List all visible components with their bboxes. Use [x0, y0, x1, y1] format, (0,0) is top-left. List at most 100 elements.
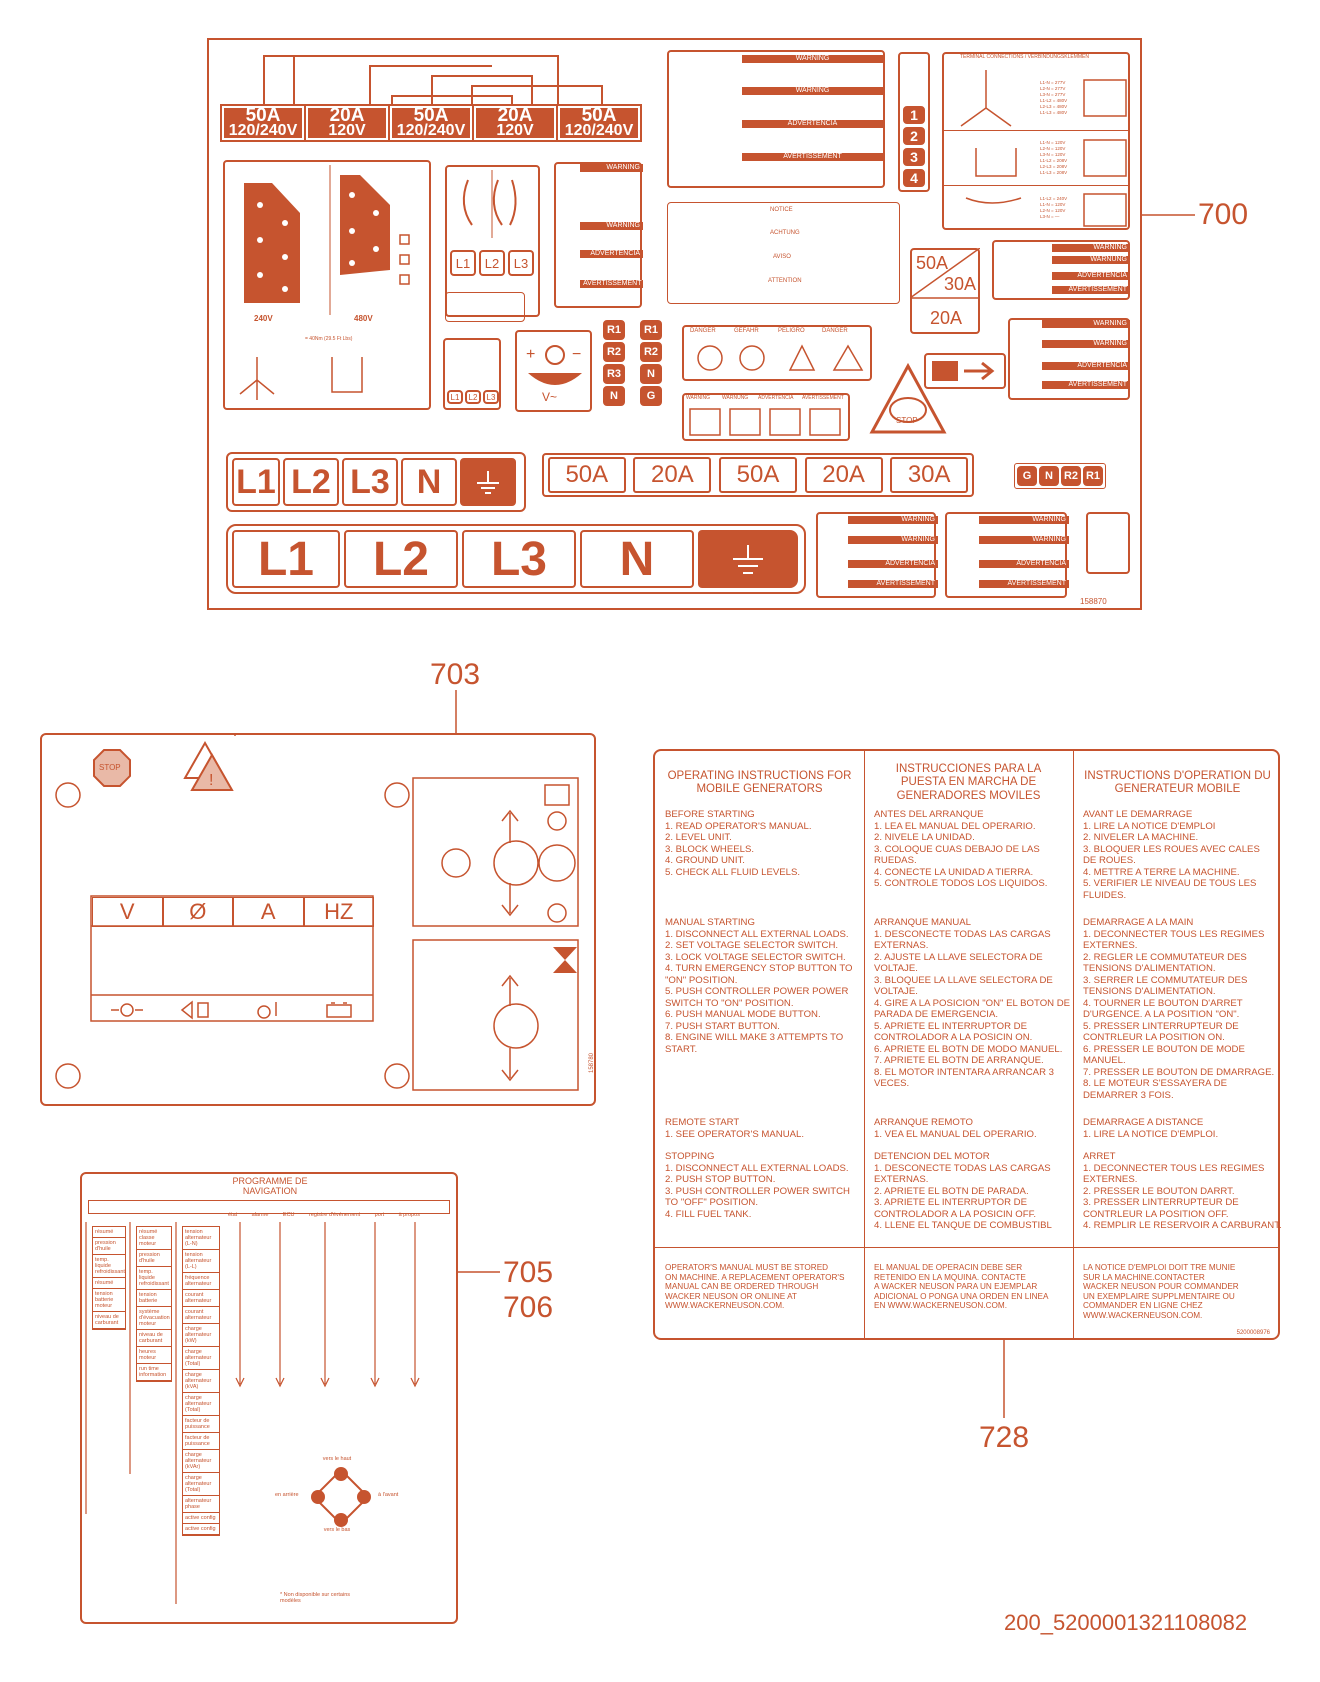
panel-703-side-code: 158780 — [589, 1052, 596, 1074]
voltage-adjust-label — [515, 330, 592, 412]
danger-label — [682, 325, 872, 381]
fuse-tag-3: 3 — [903, 148, 925, 166]
operating-instructions-728: OPERATING INSTRUCTIONS FOR MOBILE GENERA… — [653, 749, 1282, 1340]
es-footer: EL MANUAL DE OPERACIN DEBE SER RETENIDO … — [874, 1263, 1049, 1310]
notice-hdr-2: ACHTUNG — [770, 230, 800, 236]
fuse-rating-row: 50A 20A 50A 20A 30A — [542, 453, 974, 497]
warn-hdr-2: WARNING — [580, 222, 643, 230]
ground-icon-small — [460, 458, 516, 506]
es-arranque-manual: ARRANQUE MANUAL 1. DESCONECTE TODAS LAS … — [874, 917, 1071, 1089]
terminal-small-l2: L2 — [283, 458, 339, 506]
relay-r1b: R1 — [640, 320, 662, 340]
display-hdr-a: A — [233, 897, 304, 927]
es-arranque-remoto: ARRANQUE REMOTO 1. VEA EL MANUAL DEL OPE… — [874, 1117, 1037, 1140]
display-hdr-phase: Ø — [162, 897, 233, 927]
warning-label-right-2 — [1008, 318, 1130, 400]
breaker-mid: 30A — [944, 274, 977, 294]
instructions-title-en: OPERATING INSTRUCTIONS FOR MOBILE GENERA… — [667, 769, 852, 796]
hz-row-1: WARNING — [686, 395, 710, 401]
fr-avant: AVANT LE DEMARRAGE 1. LIRE LA NOTICE D'E… — [1083, 809, 1260, 901]
hazard-r-3: ADVERTENCIA — [1052, 272, 1130, 280]
label-728-part-no: 5200008976 — [1236, 1330, 1270, 1336]
navigation-title: PROGRAMME DE NAVIGATION — [232, 1176, 308, 1196]
relay-col-left: R1 R2 R3 N — [603, 320, 625, 406]
stop-button-text: STOP — [99, 763, 121, 772]
terminal-strip-small: L1 L2 L3 N — [226, 452, 526, 512]
danger-hdr-1: DANGER — [690, 328, 716, 334]
notice-hdr-3: AVISO — [773, 254, 791, 260]
fuse-tag-4: 4 — [903, 169, 925, 187]
label-700-part-no: 158870 — [1080, 597, 1107, 606]
warn-b2-3: ADVERTENCIA — [979, 560, 1069, 568]
selector-l3: L3 — [508, 250, 534, 276]
nav-tab-alarme: alarme — [251, 1212, 269, 1218]
terminal-strip-large: L1 L2 L3 N — [226, 524, 806, 594]
oil-pressure-icon — [111, 1003, 144, 1017]
relay-n: N — [603, 386, 625, 406]
selector-l1: L1 — [450, 250, 476, 276]
warning-label-multilang — [667, 50, 885, 188]
dpad-down-label: vers le bas — [323, 1527, 351, 1533]
warn-multi-3: ADVERTENCIA — [742, 120, 883, 128]
display-hdr-hz: HZ — [303, 897, 374, 927]
breaker-top: 50A — [916, 253, 949, 273]
relay-r3: R3 — [603, 364, 625, 384]
fuse-tags: 1 2 3 4 — [903, 106, 925, 187]
hazard-headers-row: WARNING WARNUNG ADVERTENCIA AVERTISSEMEN… — [686, 395, 844, 401]
danger-pictograms — [697, 344, 864, 371]
label-sheet-700 — [207, 38, 1142, 610]
warn-hdr-1: WARNING — [580, 164, 643, 172]
nav-column-3: tension alternateur (L-N)tension alterna… — [182, 1226, 220, 1536]
divider-2 — [943, 185, 1129, 186]
relay-row-r2: R2 — [1061, 466, 1081, 486]
danger-hdr-4: DANGER — [822, 328, 848, 334]
notice-label — [667, 202, 900, 304]
fr-arret: ARRET 1. DECONNECTER TOUS LES REGIMES EX… — [1083, 1151, 1282, 1231]
callout-703: 703 — [430, 658, 481, 691]
terminal-large-l1: L1 — [232, 530, 340, 588]
warn-multi-2: WARNING — [742, 87, 883, 95]
selector-switch-small — [443, 338, 501, 410]
breaker-diagonal — [910, 248, 980, 299]
warn-b1-1: WARNING — [848, 516, 938, 524]
warn-b2-2: WARNING — [979, 536, 1069, 544]
notice-hdr-1: NOTICE — [770, 207, 793, 213]
callout-728: 728 — [979, 1421, 1030, 1454]
controller-panel-703 — [40, 733, 596, 1106]
battery-icon — [326, 1002, 352, 1018]
dpad-icon — [311, 1467, 371, 1527]
selector-note-label — [445, 292, 525, 322]
warn-r2-2: WARNING — [1042, 340, 1130, 348]
relay-row-r1: R1 — [1083, 466, 1103, 486]
relay-r1: R1 — [603, 320, 625, 340]
dpad-right-label: à l'avant — [378, 1492, 399, 1498]
warn-r2-3: ADVERTENCIA — [1042, 362, 1130, 370]
en-footer: OPERATOR'S MANUAL MUST BE STORED ON MACH… — [665, 1263, 845, 1310]
es-detencion: DETENCION DEL MOTOR 1. DESCONECTE TODAS … — [874, 1151, 1052, 1231]
fuse-tag-1: 1 — [903, 106, 925, 124]
svg-text:!: ! — [209, 772, 213, 789]
nav-tab-ecu: ECU — [282, 1212, 295, 1218]
book-arrow-icon — [932, 361, 995, 381]
selector-small-l1: L1 — [447, 390, 463, 404]
selector-positions-small: L1 L2 L3 — [447, 390, 499, 404]
terminal-small-l1: L1 — [232, 458, 280, 506]
hz-row-4: AVERTISSEMENT — [802, 395, 844, 401]
fuse-rating-2: 20A — [633, 457, 712, 493]
en-remote-start: REMOTE START 1. SEE OPERATOR'S MANUAL. — [665, 1117, 805, 1140]
fr-demarrage-distance: DEMARRAGE A DISTANCE 1. LIRE LA NOTICE D… — [1083, 1117, 1219, 1140]
warn-multi-1: WARNING — [742, 55, 883, 63]
callout-706: 706 — [503, 1291, 554, 1324]
terminal-connection-diagrams — [960, 70, 1127, 227]
relay-row-n: N — [1039, 466, 1059, 486]
document-id: 200_5200001321108082 — [1004, 1610, 1248, 1635]
stop-warning-triangle-icon — [869, 362, 947, 434]
voltage-480-label: 480V — [354, 314, 373, 323]
